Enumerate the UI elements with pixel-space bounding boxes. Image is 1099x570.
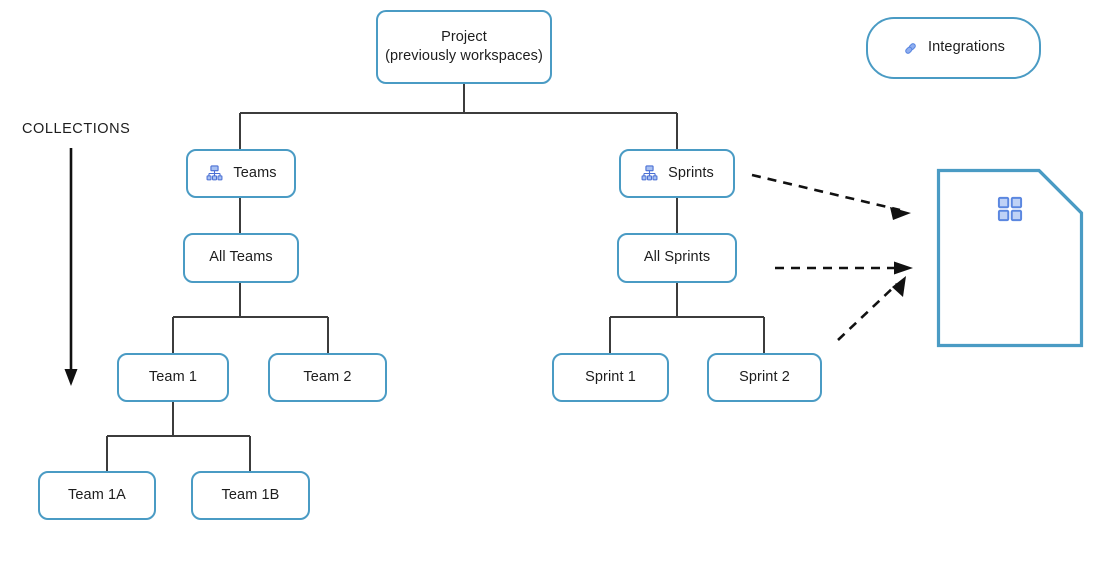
dashed-edge-sprint2-insights bbox=[837, 283, 898, 341]
node-team-1a[interactable]: Team 1A bbox=[38, 471, 156, 520]
dashed-edge-sprints-insights bbox=[751, 173, 901, 212]
hierarchy-icon bbox=[640, 164, 659, 183]
node-sprint-2-label: Sprint 2 bbox=[739, 368, 790, 385]
node-integrations-label: Integrations bbox=[928, 39, 1005, 56]
dashed-arrowhead-1 bbox=[890, 207, 911, 220]
node-sprints[interactable]: Sprints bbox=[619, 149, 735, 198]
node-team-2[interactable]: Team 2 bbox=[268, 353, 387, 402]
link-icon bbox=[902, 40, 919, 57]
node-insights-label: Insights (previously Dashboards) bbox=[1084, 231, 1099, 291]
node-all-teams[interactable]: All Teams bbox=[183, 233, 299, 283]
node-team-1-label: Team 1 bbox=[148, 368, 198, 385]
collections-arrowhead bbox=[64, 369, 78, 386]
node-team-1a-label: Team 1A bbox=[68, 486, 126, 503]
node-project[interactable]: Project (previously workspaces) bbox=[376, 10, 552, 84]
node-sprints-label: Sprints bbox=[668, 164, 714, 181]
node-all-sprints[interactable]: All Sprints bbox=[617, 233, 737, 283]
node-teams-label: Teams bbox=[233, 164, 277, 181]
node-all-teams-label: All Teams bbox=[209, 249, 273, 266]
node-sprint-1[interactable]: Sprint 1 bbox=[552, 353, 669, 402]
node-team-1[interactable]: Team 1 bbox=[117, 353, 229, 402]
node-team-2-label: Team 2 bbox=[303, 368, 352, 385]
node-integrations[interactable]: Integrations bbox=[866, 17, 1041, 79]
node-team-1b[interactable]: Team 1B bbox=[191, 471, 310, 520]
node-project-label: Project (previously workspaces) bbox=[385, 28, 543, 64]
dashed-arrowhead-3 bbox=[892, 276, 906, 297]
node-insights[interactable]: Insights (previously Dashboards) bbox=[936, 168, 1084, 348]
collections-label: COLLECTIONS bbox=[22, 121, 131, 137]
grid-dashboard-icon bbox=[996, 195, 1024, 228]
node-sprint-1-label: Sprint 1 bbox=[585, 368, 636, 385]
insights-document-shape bbox=[936, 168, 1084, 348]
node-sprint-2[interactable]: Sprint 2 bbox=[707, 353, 822, 402]
node-team-1b-label: Team 1B bbox=[221, 486, 280, 503]
hierarchy-icon bbox=[205, 164, 224, 183]
node-teams[interactable]: Teams bbox=[186, 149, 296, 198]
node-all-sprints-label: All Sprints bbox=[643, 249, 711, 266]
dashed-arrowhead-2 bbox=[894, 261, 913, 275]
